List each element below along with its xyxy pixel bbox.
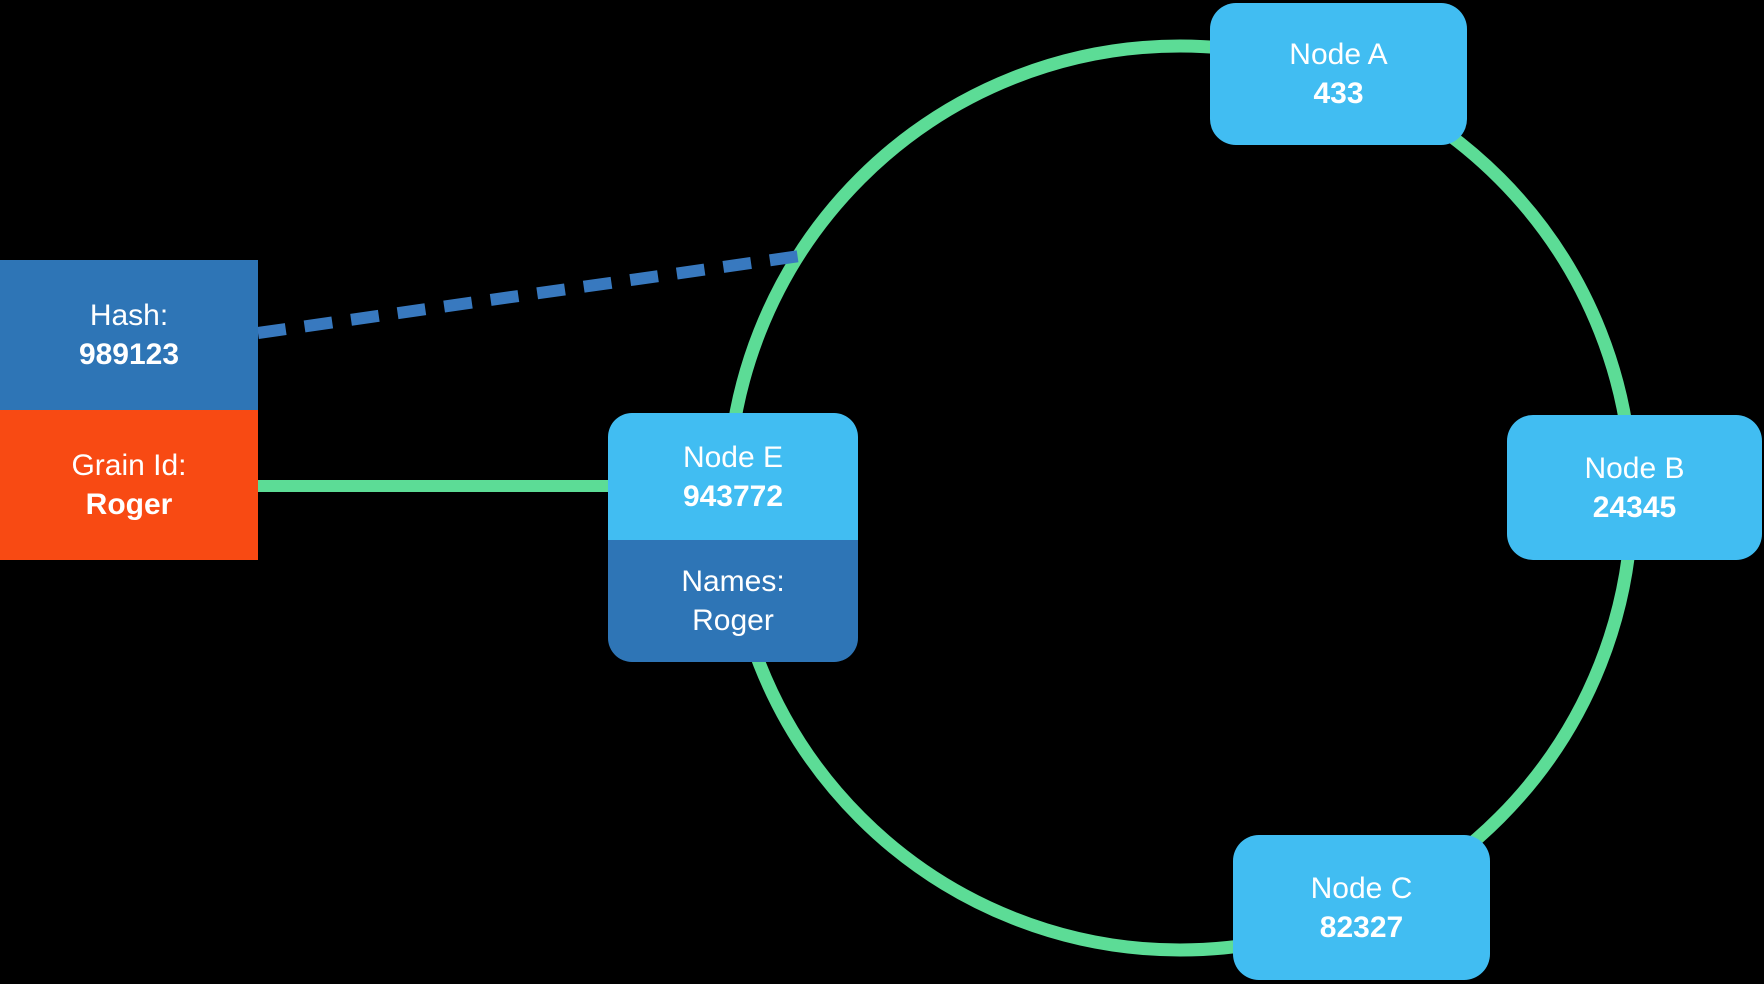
node-b-label: Node B — [1584, 451, 1685, 485]
node-e-names-label: Names: — [681, 565, 785, 598]
grain-id-box: Grain Id: Roger — [0, 410, 258, 560]
node-a-label: Node A — [1289, 38, 1388, 71]
node-e-label: Node E — [682, 440, 784, 474]
grain-id-label: Grain Id: — [71, 449, 187, 482]
node-e-box: Node E 943772 Names: Roger — [608, 413, 858, 662]
node-b-box: Node B 24345 — [1507, 415, 1762, 560]
node-e-names-value: Roger — [692, 604, 774, 637]
hash-value: 989123 — [78, 338, 180, 371]
hash-to-ring-dashed-connector — [257, 250, 801, 339]
node-a-value: 433 — [1313, 77, 1364, 110]
node-c-value: 82327 — [1319, 910, 1404, 944]
node-c-box: Node C 82327 — [1233, 835, 1490, 980]
node-e-names-section: Names: Roger — [608, 540, 858, 662]
node-b-value: 24345 — [1592, 490, 1677, 524]
hash-box: Hash: 989123 — [0, 260, 258, 410]
node-e-header: Node E 943772 — [608, 413, 858, 540]
hash-ring-circle — [721, 39, 1639, 957]
node-c-label: Node C — [1310, 871, 1413, 905]
hash-label: Hash: — [89, 299, 169, 332]
grain-id-value: Roger — [85, 488, 173, 521]
node-a-box: Node A 433 — [1210, 3, 1467, 145]
node-e-value: 943772 — [682, 479, 784, 513]
